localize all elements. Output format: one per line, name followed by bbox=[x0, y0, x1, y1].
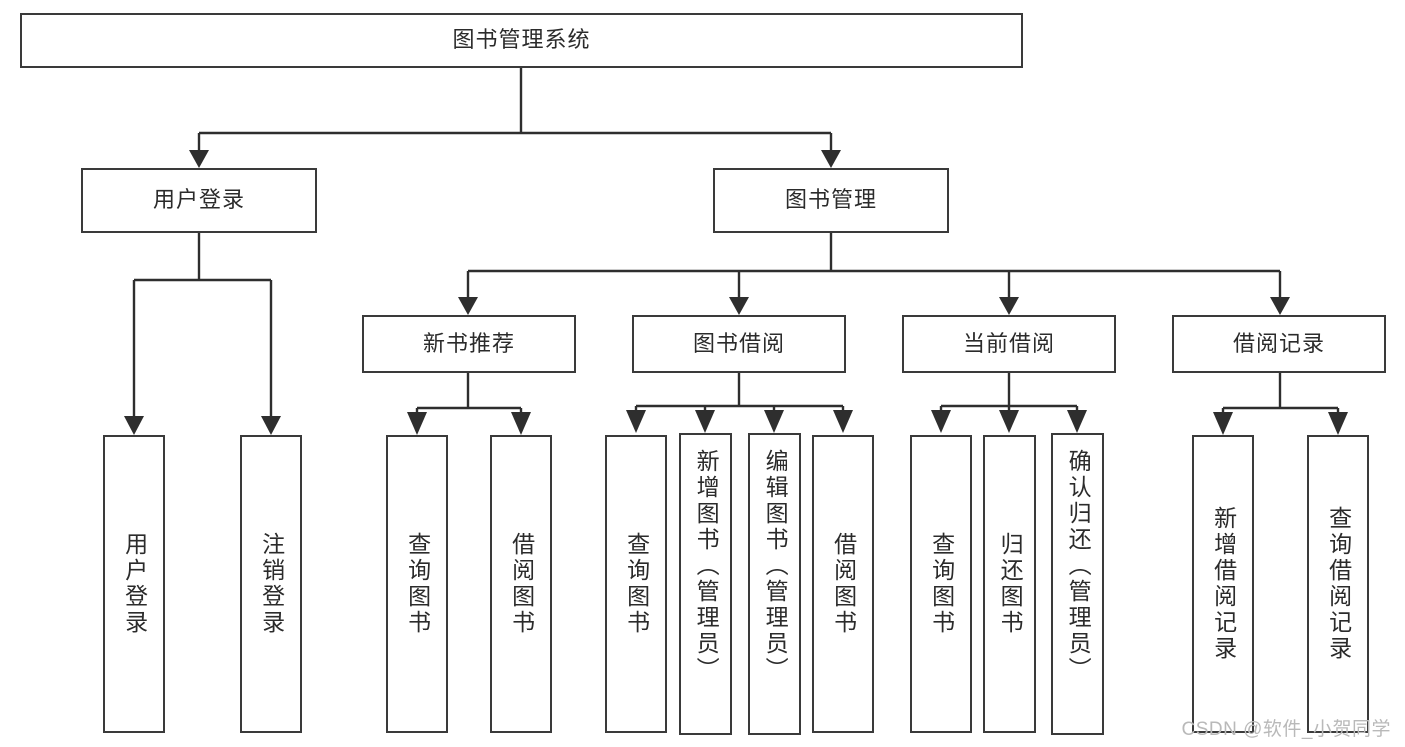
node-leaf-return-book-label: 归还图书 bbox=[997, 532, 1024, 636]
arrowhead-leaf-add-record bbox=[1213, 412, 1233, 435]
node-leaf-add-book[interactable]: 新增图书（管理员） bbox=[679, 433, 732, 735]
arrowhead-new-book-recommend bbox=[458, 297, 478, 315]
node-leaf-add-record-label: 新增借阅记录 bbox=[1210, 506, 1237, 662]
node-leaf-borrow-book-2-label: 借阅图书 bbox=[830, 532, 857, 636]
node-user-login[interactable]: 用户登录 bbox=[81, 168, 317, 233]
node-current-borrow[interactable]: 当前借阅 bbox=[902, 315, 1116, 373]
node-leaf-query-book-2-label: 查询图书 bbox=[623, 532, 650, 636]
node-book-borrow-label: 图书借阅 bbox=[692, 330, 785, 356]
node-leaf-query-book-2[interactable]: 查询图书 bbox=[605, 435, 667, 733]
node-borrow-record-label: 借阅记录 bbox=[1232, 330, 1325, 356]
node-leaf-user-login[interactable]: 用户登录 bbox=[103, 435, 165, 733]
node-leaf-query-book-1-label: 查询图书 bbox=[404, 532, 431, 636]
node-user-login-label: 用户登录 bbox=[152, 187, 245, 213]
arrowhead-leaf-borrow-book-2 bbox=[833, 410, 853, 433]
node-new-book-recommend[interactable]: 新书推荐 bbox=[362, 315, 576, 373]
node-leaf-confirm-return-label: 确认归还（管理员） bbox=[1065, 449, 1092, 683]
arrowhead-book-borrow bbox=[729, 297, 749, 315]
node-leaf-user-logout-label: 注销登录 bbox=[258, 532, 285, 636]
arrowhead-leaf-confirm-return bbox=[1067, 410, 1087, 433]
arrowhead-leaf-query-record bbox=[1328, 412, 1348, 435]
node-borrow-record[interactable]: 借阅记录 bbox=[1172, 315, 1386, 373]
node-leaf-borrow-book-1-label: 借阅图书 bbox=[508, 532, 535, 636]
arrowhead-user-login bbox=[189, 150, 209, 168]
arrowhead-leaf-add-book bbox=[695, 410, 715, 433]
node-book-borrow[interactable]: 图书借阅 bbox=[632, 315, 846, 373]
arrowhead-leaf-edit-book bbox=[764, 410, 784, 433]
node-leaf-add-record[interactable]: 新增借阅记录 bbox=[1192, 435, 1254, 733]
node-current-borrow-label: 当前借阅 bbox=[962, 330, 1055, 356]
node-leaf-query-book-3-label: 查询图书 bbox=[928, 532, 955, 636]
node-leaf-query-book-3[interactable]: 查询图书 bbox=[910, 435, 972, 733]
node-new-book-recommend-label: 新书推荐 bbox=[422, 330, 515, 356]
node-leaf-user-logout[interactable]: 注销登录 bbox=[240, 435, 302, 733]
arrowhead-leaf-query-book-2 bbox=[626, 410, 646, 433]
node-leaf-confirm-return[interactable]: 确认归还（管理员） bbox=[1051, 433, 1104, 735]
arrowhead-borrow-record bbox=[1270, 297, 1290, 315]
arrowhead-leaf-query-book-1 bbox=[407, 412, 427, 435]
node-book-manage-label: 图书管理 bbox=[784, 187, 877, 213]
node-leaf-borrow-book-1[interactable]: 借阅图书 bbox=[490, 435, 552, 733]
node-root[interactable]: 图书管理系统 bbox=[20, 13, 1023, 68]
watermark: CSDN @软件_小贺同学 bbox=[1181, 719, 1391, 740]
arrowhead-leaf-user-login bbox=[124, 416, 144, 435]
node-leaf-query-record[interactable]: 查询借阅记录 bbox=[1307, 435, 1369, 733]
arrowhead-leaf-user-logout bbox=[261, 416, 281, 435]
arrowhead-book-manage bbox=[821, 150, 841, 168]
node-leaf-user-login-label: 用户登录 bbox=[121, 532, 148, 636]
node-book-manage[interactable]: 图书管理 bbox=[713, 168, 949, 233]
node-leaf-borrow-book-2[interactable]: 借阅图书 bbox=[812, 435, 874, 733]
node-leaf-query-book-1[interactable]: 查询图书 bbox=[386, 435, 448, 733]
node-leaf-query-record-label: 查询借阅记录 bbox=[1325, 506, 1352, 662]
node-leaf-return-book[interactable]: 归还图书 bbox=[983, 435, 1036, 733]
arrowhead-current-borrow bbox=[999, 297, 1019, 315]
node-leaf-edit-book[interactable]: 编辑图书（管理员） bbox=[748, 433, 801, 735]
arrowhead-leaf-borrow-book-1 bbox=[511, 412, 531, 435]
node-leaf-edit-book-label: 编辑图书（管理员） bbox=[762, 449, 789, 683]
node-root-label: 图书管理系统 bbox=[452, 27, 591, 53]
arrowhead-leaf-query-book-3 bbox=[931, 410, 951, 433]
node-leaf-add-book-label: 新增图书（管理员） bbox=[693, 449, 720, 683]
arrowhead-leaf-return-book bbox=[999, 410, 1019, 433]
